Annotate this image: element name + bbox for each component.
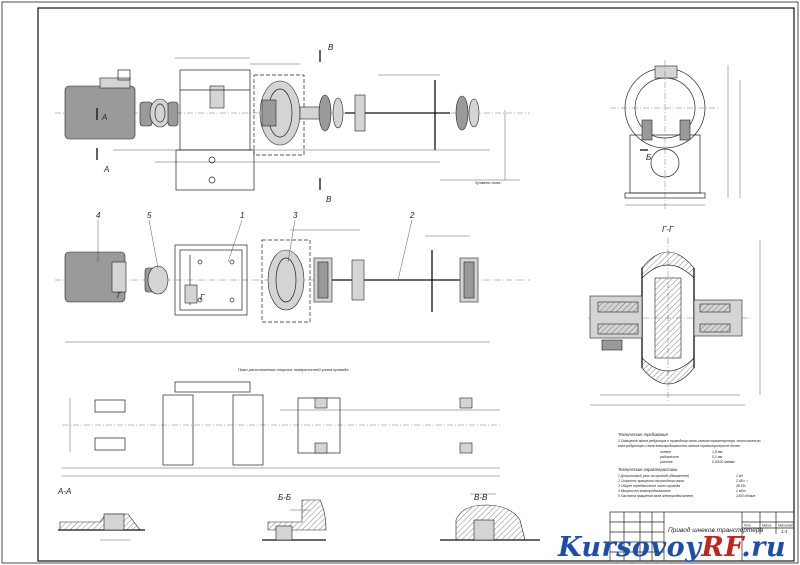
section-vv-view: В-В: [440, 493, 540, 541]
tech-char-row-value: 1430 об/мин: [736, 494, 755, 498]
gear-reducer: [179, 69, 251, 151]
title-header-mass: Масса: [762, 524, 772, 528]
support-surfaces-plan: План расположения опорных поверхностей у…: [62, 367, 500, 477]
tech-req-row-value: 1,5 мм: [712, 450, 723, 454]
section-marker-aa: А А: [96, 108, 109, 174]
tech-req-row-value: 0,5/100 мм/мм: [712, 460, 735, 464]
section-bb-view: Б-Б: [262, 493, 327, 541]
position-1: 1: [240, 211, 244, 220]
label-g-left: Г: [117, 291, 122, 300]
position-3: 3: [293, 211, 298, 220]
section-marker-vv: В В: [319, 43, 334, 204]
tech-req-row-label: угловое: [659, 460, 673, 464]
title-scale-value: 1:4: [781, 529, 788, 534]
title-gg: Г-Г: [662, 225, 674, 234]
tech-char-row-value: 2 кВт: [735, 489, 746, 493]
label-aa-top: А: [101, 113, 107, 122]
frame-plan-title: План расположения опорных поверхностей у…: [238, 367, 349, 372]
tech-char-row-label: 4 Мощность электродвигателя: [618, 489, 671, 493]
site-watermark: KursovoyRF.ru: [558, 532, 786, 563]
tech-req-item1: 1 Смещение валов редуктора и приводного …: [618, 439, 761, 443]
label-vv-top: В: [328, 43, 334, 52]
section-gg-view: Г-Г: [588, 225, 761, 406]
sheet-inner-frame: [37, 7, 795, 562]
tech-char-row-label: 5 Частота вращения вала электродвигателя: [618, 494, 693, 498]
label-vv-bottom: В: [326, 195, 332, 204]
tech-req-row-label: радиальное: [659, 455, 679, 459]
shaft-coupling: [318, 94, 332, 132]
tech-req-item1b: вала редуктора и вала электродвигателя ш…: [618, 444, 741, 448]
elastic-coupling: [149, 98, 171, 128]
watermark-part2: RF: [701, 532, 742, 563]
technical-characteristics: Технические характеристики 1 Допустимый …: [617, 467, 755, 498]
dim-floor-level: Уровень пола: [475, 180, 501, 185]
tech-char-row-value: 28,5%: [735, 484, 746, 488]
title-aa: А-А: [57, 487, 71, 496]
position-5: 5: [147, 211, 152, 220]
tech-char-row-label: 1 Допустимый угол на приводе (двигателе): [618, 474, 689, 478]
position-4: 4: [96, 211, 101, 220]
tech-char-row-value: 2,48 c⁻¹: [735, 479, 749, 483]
tech-char-row-label: 2 Скорость вращения тихоходного вала: [617, 479, 684, 483]
fluid-coupling-plan: [267, 249, 305, 311]
tech-req-row-value: 0,1 мм: [712, 455, 723, 459]
tech-char-heading: Технические характеристики: [618, 467, 678, 472]
title-header-lit: Лит.: [743, 524, 752, 528]
reducer-plan: [174, 244, 248, 316]
tech-req-heading: Технические требования: [618, 432, 668, 437]
watermark-part3: .ru: [741, 532, 786, 563]
side-elevation-view: Б: [610, 60, 741, 210]
electric-motor: [64, 85, 136, 140]
watermark-part1: Kursovoy: [558, 532, 702, 563]
drawing-title: Привод шнеков транспортера: [668, 526, 764, 534]
tech-char-row-value: 1 кН: [736, 474, 743, 478]
front-elevation-view: Уровень пола: [55, 57, 530, 191]
title-header-scale: Масштаб: [778, 524, 793, 528]
tech-char-row-label: 3 Общее передаточное число привода: [618, 484, 680, 488]
title-vv: В-В: [474, 493, 488, 502]
tech-req-row-label: осевое: [660, 450, 671, 454]
plan-view: [55, 229, 530, 343]
title-block: Лит. Масса Масштаб 1:4 Привод шнеков тра…: [609, 511, 795, 562]
technical-requirements: Технические требования 1 Смещение валов …: [618, 432, 761, 464]
section-aa-view: А-А: [57, 487, 145, 541]
position-2: 2: [409, 211, 415, 220]
label-bb: Б: [646, 153, 651, 162]
label-g-right: Г: [200, 293, 205, 302]
position-callouts: 1 2 3 4 5 Г Г: [96, 211, 415, 302]
title-bb: Б-Б: [278, 493, 291, 502]
label-aa-bottom: А: [103, 165, 109, 174]
